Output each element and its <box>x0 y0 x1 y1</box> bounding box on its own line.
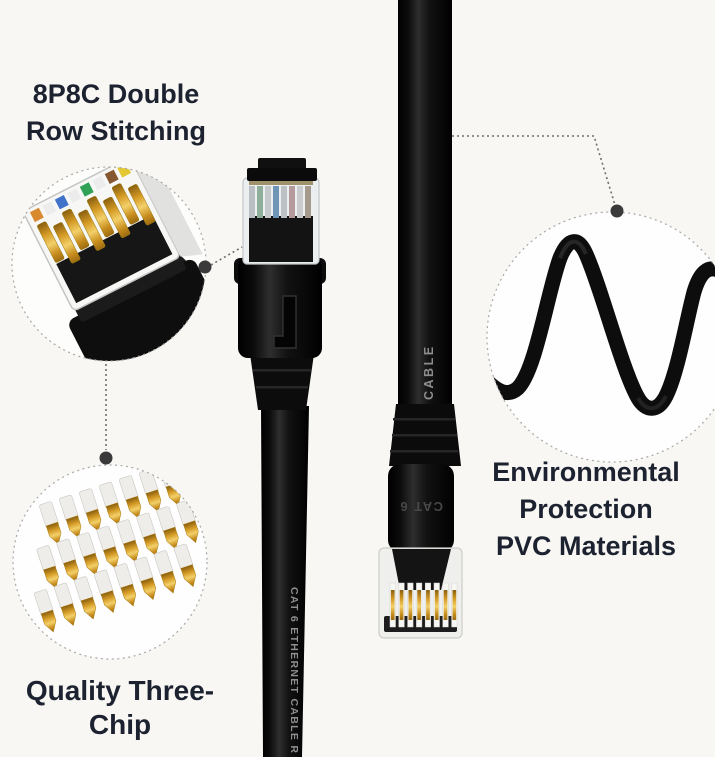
gold-pins-inset-circle <box>12 464 208 660</box>
right-connector-embossed-text: CAT 6 <box>399 499 443 514</box>
callout-bottom-left-line1: Quality Three-Chip <box>25 675 215 740</box>
middle-cable <box>261 406 309 757</box>
right-cable-with-connector-photo: CABLE CAT 6 <box>378 0 463 639</box>
right-cable-print-text: CABLE <box>422 344 436 400</box>
coiled-flat-cable-photo <box>487 234 715 416</box>
top-left-inset-circle <box>11 166 207 362</box>
leader-line-top-left <box>210 246 243 266</box>
right-connector-crystal-tip <box>378 547 463 639</box>
right-cable <box>398 0 452 410</box>
leader-line-right <box>452 135 616 206</box>
middle-cable-print-text: CAT 6 ETHERNET CABLE R <box>288 587 300 754</box>
dotted-circle-border <box>12 464 208 660</box>
callout-top-left-title: 8P8C Double Row Stitching <box>6 76 226 150</box>
callout-dot-top-left <box>198 260 212 274</box>
leader-lines <box>105 135 616 450</box>
plug-latch <box>273 295 297 349</box>
callout-bottom-left-title: Quality Three-Chip <box>0 674 240 742</box>
middle-cable-with-plug-photo: CAT 6 ETHERNET CABLE R <box>234 158 326 757</box>
callout-top-left-line1: 8P8C Double <box>32 79 200 109</box>
callout-right-title: Environmental Protection PVC Materials <box>460 454 712 565</box>
callout-dot-left <box>99 451 113 465</box>
rj45-internal-closeup-photo <box>23 167 206 361</box>
callout-right-line3: PVC Materials <box>495 531 677 561</box>
callout-right-line1: Environmental <box>492 457 680 487</box>
coiled-cable-inset-circle <box>486 211 715 463</box>
callout-right-line2: Protection <box>519 494 653 524</box>
callout-dot-right <box>610 204 624 218</box>
callout-top-left-line2: Row Stitching <box>26 116 206 146</box>
right-connector-body <box>388 464 454 552</box>
right-connector-gold-pins <box>389 582 458 628</box>
